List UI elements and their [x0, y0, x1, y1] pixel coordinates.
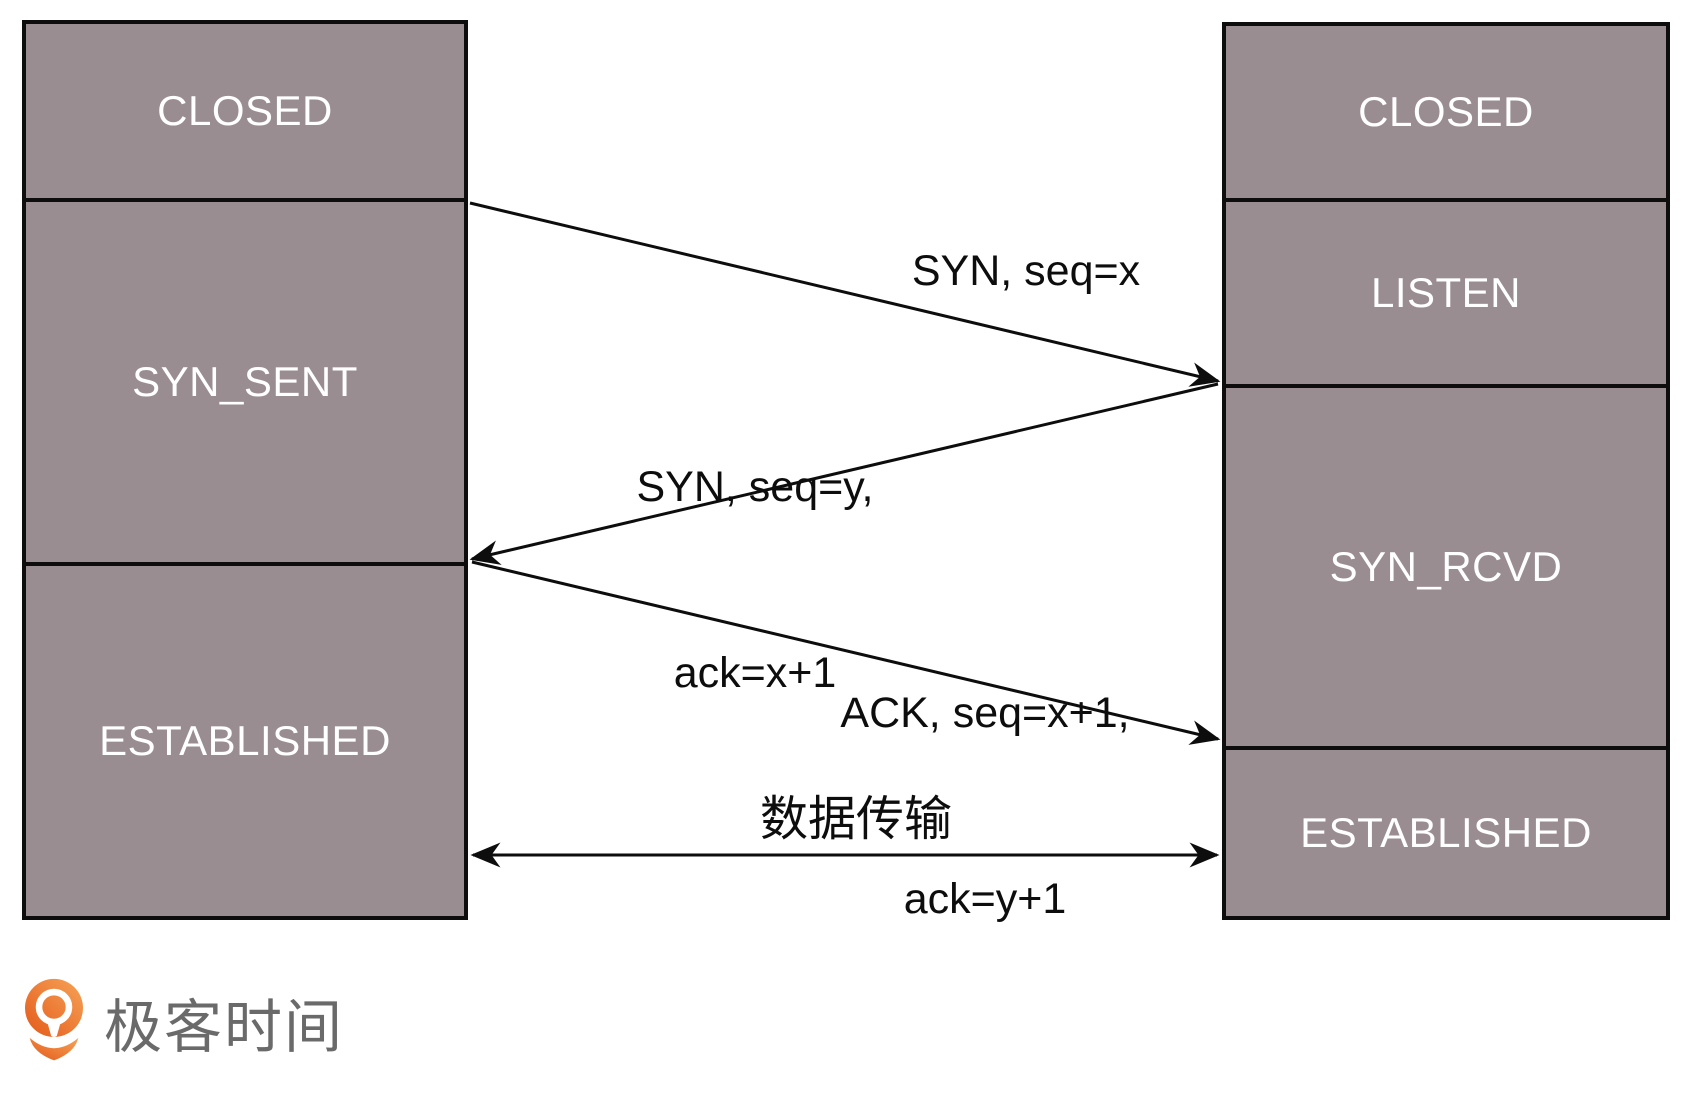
- state-box-client-established: ESTABLISHED: [26, 562, 464, 916]
- geektime-logo: 极客时间: [22, 976, 344, 1068]
- state-box-server-closed: CLOSED: [1226, 26, 1666, 198]
- state-box-client-closed: CLOSED: [26, 24, 464, 198]
- state-box-server-syn-rcvd: SYN_RCVD: [1226, 384, 1666, 746]
- state-label: ESTABLISHED: [99, 717, 391, 764]
- state-label: CLOSED: [1358, 88, 1534, 135]
- state-label: SYN_RCVD: [1329, 543, 1563, 590]
- state-box-server-listen: LISTEN: [1226, 198, 1666, 384]
- state-label: LISTEN: [1370, 269, 1522, 316]
- ack-message-label: ACK, seq=x+1, ack=y+1: [840, 558, 1129, 1054]
- server-state-column: CLOSED LISTEN SYN_RCVD ESTABLISHED: [1222, 22, 1670, 920]
- geektime-logo-icon: [24, 978, 84, 1061]
- geektime-logo-text: 极客时间: [104, 995, 345, 1060]
- synack-message-line2: ack=x+1: [673, 649, 837, 697]
- data-transfer-label: 数据传输: [759, 793, 953, 846]
- ack-message-line2: ack=y+1: [903, 875, 1067, 923]
- state-box-server-established: ESTABLISHED: [1226, 746, 1666, 916]
- syn-message-label: SYN, seq=x: [911, 247, 1141, 295]
- synack-message-line1: SYN, seq=y,: [636, 463, 874, 511]
- ack-message-line1: ACK, seq=x+1,: [840, 689, 1130, 737]
- synack-message-label: SYN, seq=y, ack=x+1: [636, 332, 873, 828]
- state-label: ESTABLISHED: [1300, 809, 1592, 856]
- state-label: SYN_SENT: [132, 358, 358, 405]
- state-box-client-syn-sent: SYN_SENT: [26, 198, 464, 562]
- state-label: CLOSED: [157, 87, 333, 134]
- client-state-column: CLOSED SYN_SENT ESTABLISHED: [22, 20, 468, 920]
